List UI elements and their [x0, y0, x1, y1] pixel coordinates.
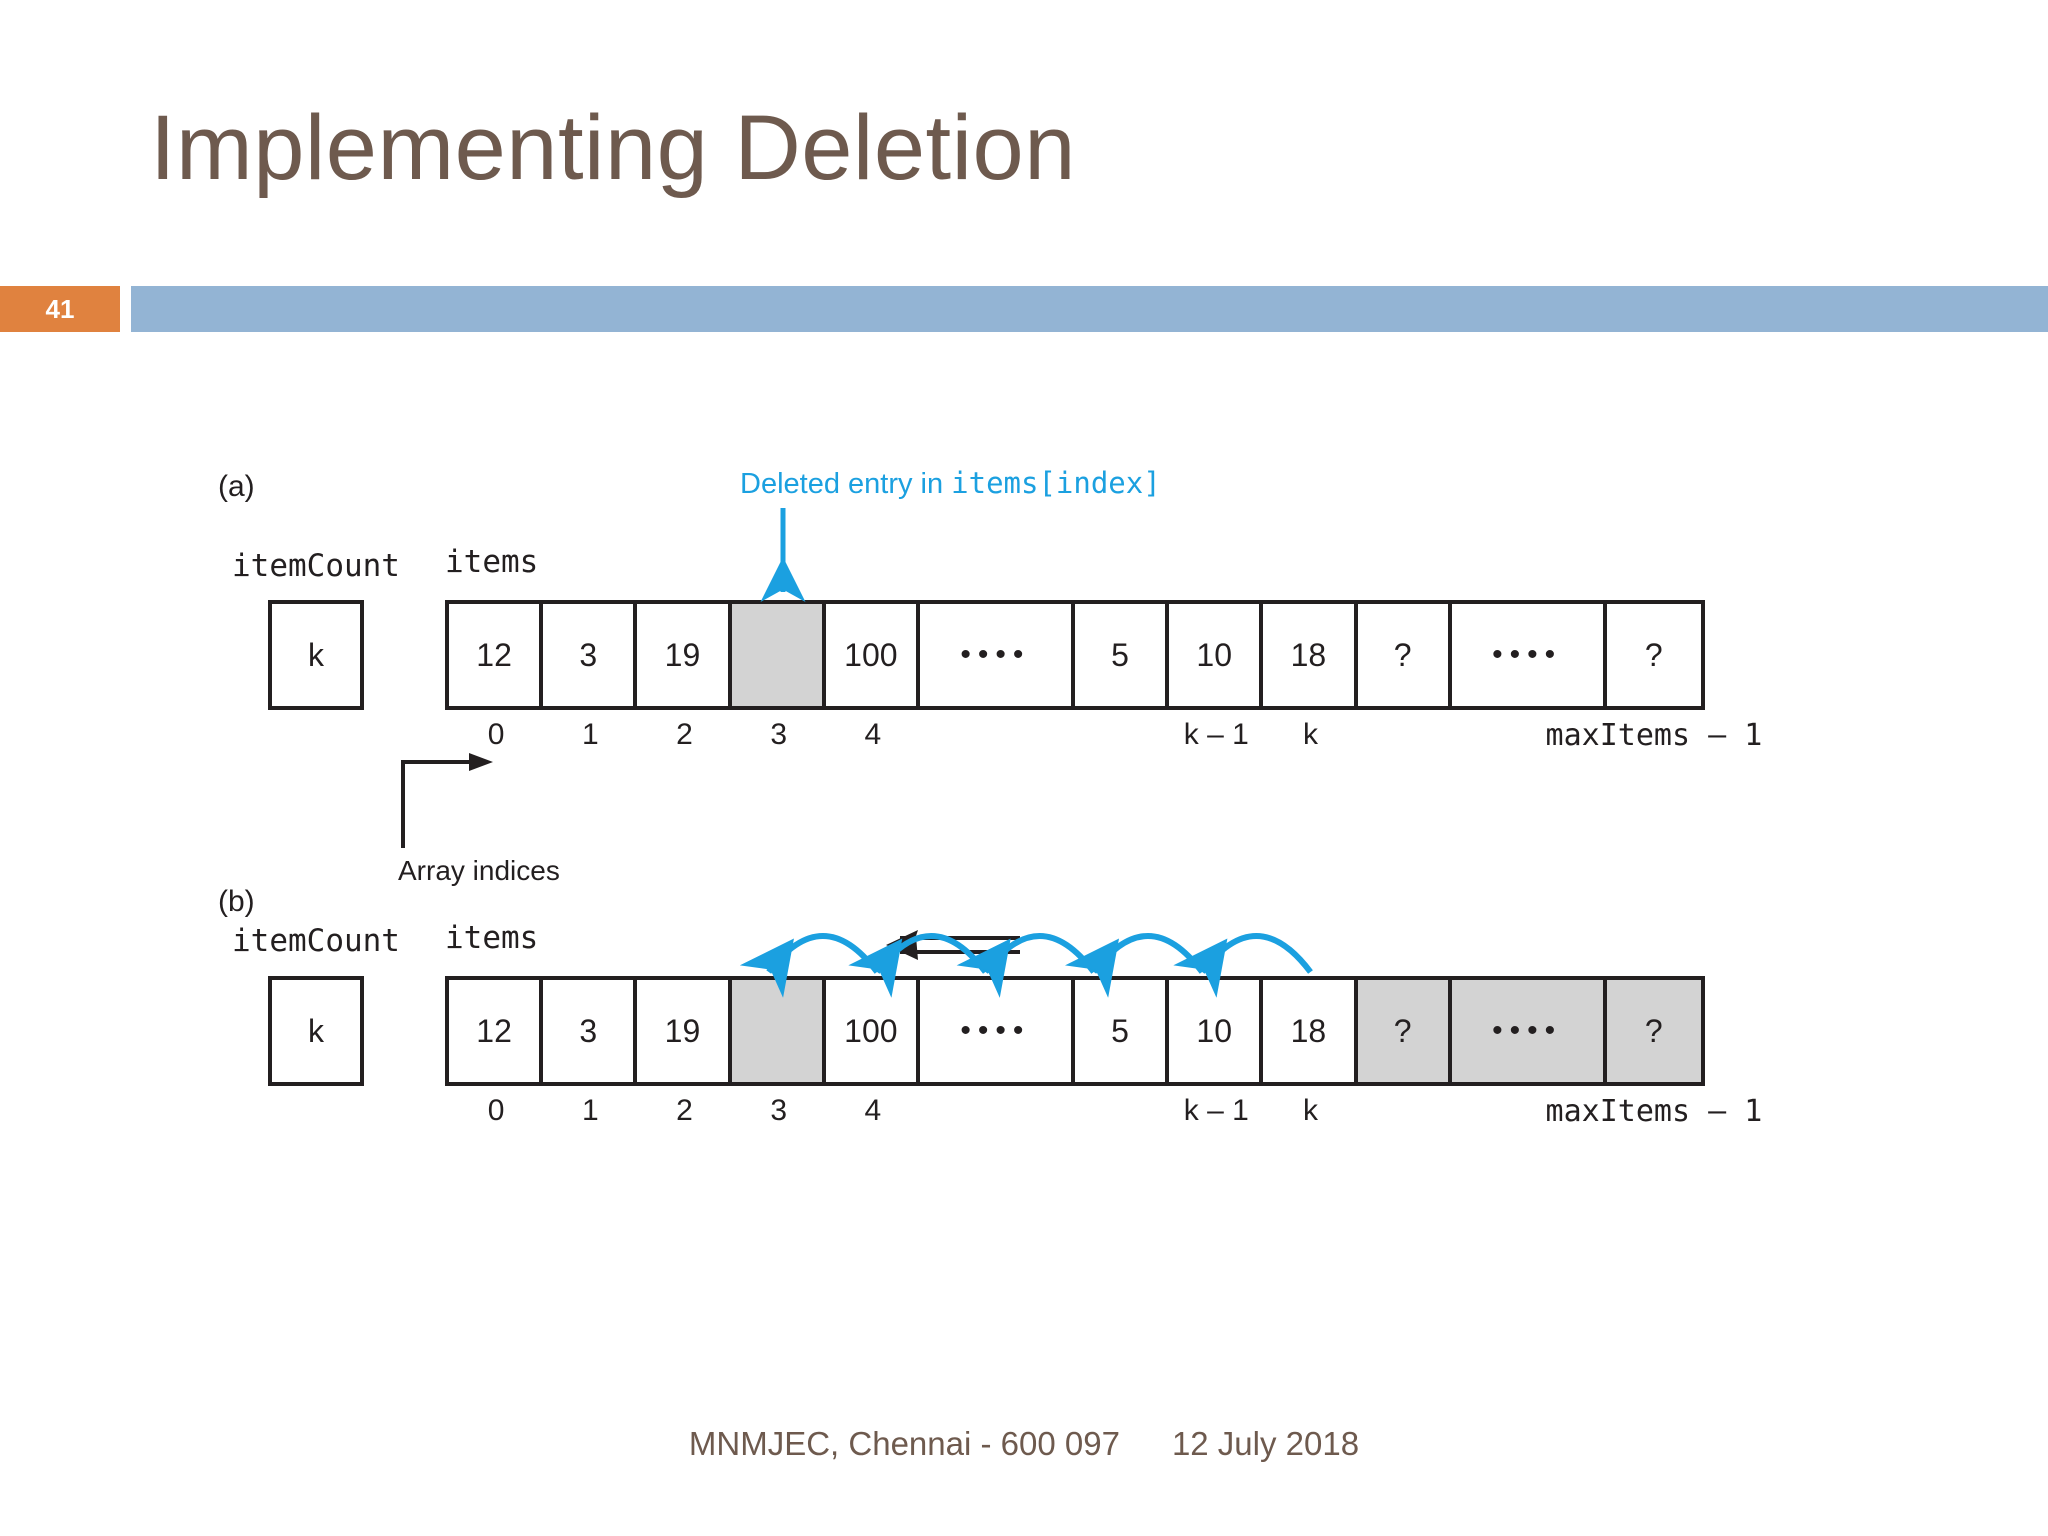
- array-index-label: 0: [487, 718, 505, 751]
- panel-a-itemcount-box: k: [268, 600, 364, 710]
- shift-arc-arrow: [1173, 933, 1313, 998]
- array-index-label: k: [1303, 1094, 1318, 1127]
- ellipsis-dots: ••••: [1492, 1014, 1563, 1047]
- array-index-label: 3: [770, 718, 788, 751]
- array-cell: 100: [825, 980, 920, 1082]
- shift-arc-arrow: [1064, 933, 1205, 998]
- array-cell: 19: [637, 980, 732, 1082]
- array-cell: 10: [1169, 604, 1264, 706]
- array-index-label: k: [1303, 718, 1318, 751]
- deleted-entry-callout: Deleted entry in items[index]: [740, 466, 1161, 501]
- array-cell: 100: [825, 604, 920, 706]
- array-cell: [731, 980, 826, 1082]
- array-index-label: 2: [676, 1094, 693, 1127]
- slide-footer: MNMJEC, Chennai - 600 097 12 July 2018: [0, 1425, 2048, 1463]
- footer-date: 12 July 2018: [1171, 1425, 1360, 1462]
- panel-a-letter: (a): [218, 470, 255, 503]
- array-indices-arrowhead: [469, 753, 493, 771]
- array-indices-label: Array indices: [398, 855, 560, 886]
- array-index-label: 3: [770, 1094, 788, 1127]
- blue-divider-bar: [131, 286, 2048, 332]
- array-cell: ••••: [919, 604, 1075, 706]
- array-cell: ••••: [1451, 604, 1607, 706]
- array-index-label: 0: [487, 1094, 505, 1127]
- callout-text: Deleted entry in: [740, 468, 952, 500]
- array-cell: ?: [1606, 980, 1701, 1082]
- panel-b-itemcount-label: itemCount: [232, 923, 400, 959]
- array-cell: 12: [449, 604, 544, 706]
- array-index-label: maxItems – 1: [1545, 1094, 1763, 1129]
- deletion-figure: (a) Deleted entry in items[index] itemCo…: [0, 460, 2048, 1220]
- panel-b-letter: (b): [218, 885, 255, 918]
- shift-arc-arrow: [956, 933, 1097, 998]
- shift-direction-arrow: [886, 930, 1020, 960]
- array-cell: [731, 604, 826, 706]
- panel-a-itemcount-label: itemCount: [232, 548, 400, 584]
- array-index-label: 4: [864, 718, 882, 751]
- shift-arc-group: [739, 933, 1313, 998]
- array-index-label: 4: [864, 1094, 882, 1127]
- array-cell: 18: [1263, 604, 1358, 706]
- array-cell: ?: [1357, 980, 1452, 1082]
- page-number-badge: 41: [0, 286, 120, 332]
- shift-arc-arrow: [739, 933, 880, 998]
- array-index-label: 1: [581, 718, 599, 751]
- array-cell: 3: [543, 604, 638, 706]
- callout-code: items[index]: [951, 466, 1161, 500]
- array-cell: ?: [1357, 604, 1452, 706]
- array-index-label: k – 1: [1183, 1094, 1249, 1127]
- page-title: Implementing Deletion: [150, 97, 1076, 199]
- array-cell: 10: [1169, 980, 1264, 1082]
- ellipsis-dots: ••••: [960, 638, 1031, 671]
- array-cell: 19: [637, 604, 732, 706]
- array-cell: 18: [1263, 980, 1358, 1082]
- array-cell: 3: [543, 980, 638, 1082]
- array-index-label: maxItems – 1: [1545, 718, 1763, 753]
- ellipsis-dots: ••••: [1492, 638, 1563, 671]
- shift-arc-arrow: [848, 933, 988, 998]
- array-cell: 5: [1074, 604, 1170, 706]
- panel-a-items-label: items: [445, 544, 539, 580]
- array-cell: ?: [1606, 604, 1701, 706]
- array-cell: 12: [449, 980, 544, 1082]
- ellipsis-dots: ••••: [960, 1014, 1031, 1047]
- array-index-label: k – 1: [1183, 718, 1249, 751]
- array-index-label: 2: [676, 718, 693, 751]
- array-indices-elbow-line: [401, 760, 477, 848]
- panel-b-items-label: items: [445, 920, 539, 956]
- panel-b-itemcount-box: k: [268, 976, 364, 1086]
- array-index-label: 1: [581, 1094, 599, 1127]
- array-cell: ••••: [1451, 980, 1607, 1082]
- footer-institution: MNMJEC, Chennai - 600 097: [688, 1425, 1120, 1462]
- array-cell: ••••: [919, 980, 1075, 1082]
- array-cell: 5: [1074, 980, 1170, 1082]
- title-divider-band: 41: [0, 286, 2048, 332]
